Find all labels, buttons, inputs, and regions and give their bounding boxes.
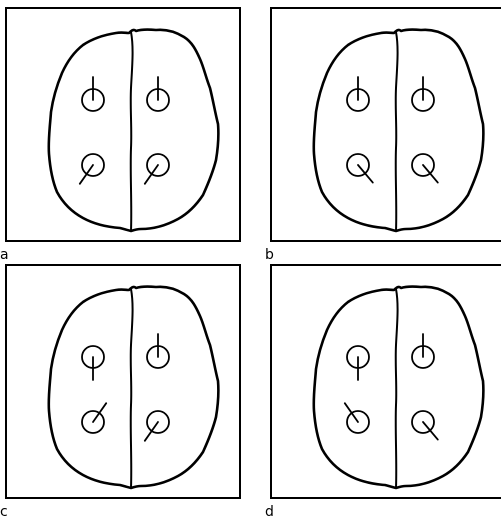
panel-d — [271, 265, 501, 498]
panel-label-c: c — [0, 504, 8, 520]
brain-outline — [314, 287, 484, 488]
brain-outline — [49, 30, 219, 231]
panel-a — [6, 8, 240, 241]
panel-b — [271, 8, 501, 241]
panel-c — [6, 265, 240, 498]
brain-outline — [49, 287, 219, 488]
panel-label-b: b — [265, 247, 274, 263]
brain-outline — [314, 30, 484, 231]
panel-label-a: a — [0, 247, 9, 263]
panel-label-d: d — [265, 504, 274, 520]
